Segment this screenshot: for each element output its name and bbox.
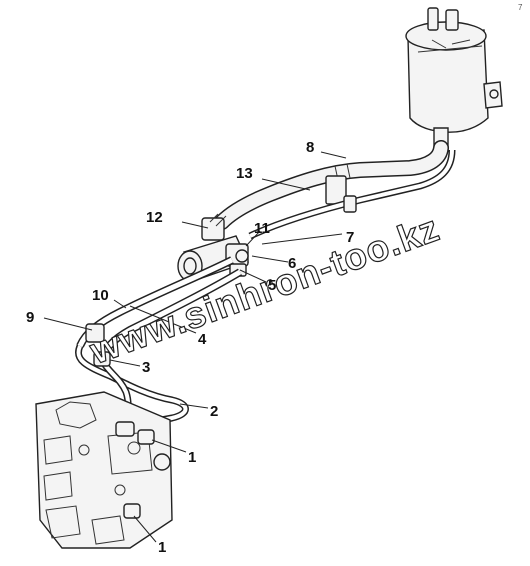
callout-1-top: 1 — [188, 449, 196, 466]
hydraulic-pump — [35, 391, 173, 549]
callout-12: 12 — [146, 209, 163, 226]
callout-10: 10 — [92, 287, 109, 304]
return-hose — [214, 140, 449, 230]
callout-8: 8 — [306, 139, 314, 156]
callout-11: 11 — [254, 220, 270, 237]
hydraulic-tank — [405, 7, 503, 151]
callout-5: 5 — [268, 277, 276, 294]
leader-lines — [43, 151, 347, 543]
filter-assembly — [177, 213, 249, 282]
callout-6: 6 — [288, 255, 296, 272]
callout-9: 9 — [26, 309, 34, 326]
callout-2: 2 — [210, 403, 218, 420]
callout-1-bottom: 1 — [158, 539, 166, 556]
corner-mark: 7 — [518, 3, 523, 12]
callouts: 8 13 12 11 7 6 5 10 4 9 3 2 1 1 — [26, 139, 354, 556]
pressure-line — [248, 149, 456, 240]
callout-7: 7 — [346, 229, 354, 246]
callout-3: 3 — [142, 359, 150, 376]
callout-4: 4 — [198, 331, 207, 348]
callout-13: 13 — [236, 165, 253, 182]
